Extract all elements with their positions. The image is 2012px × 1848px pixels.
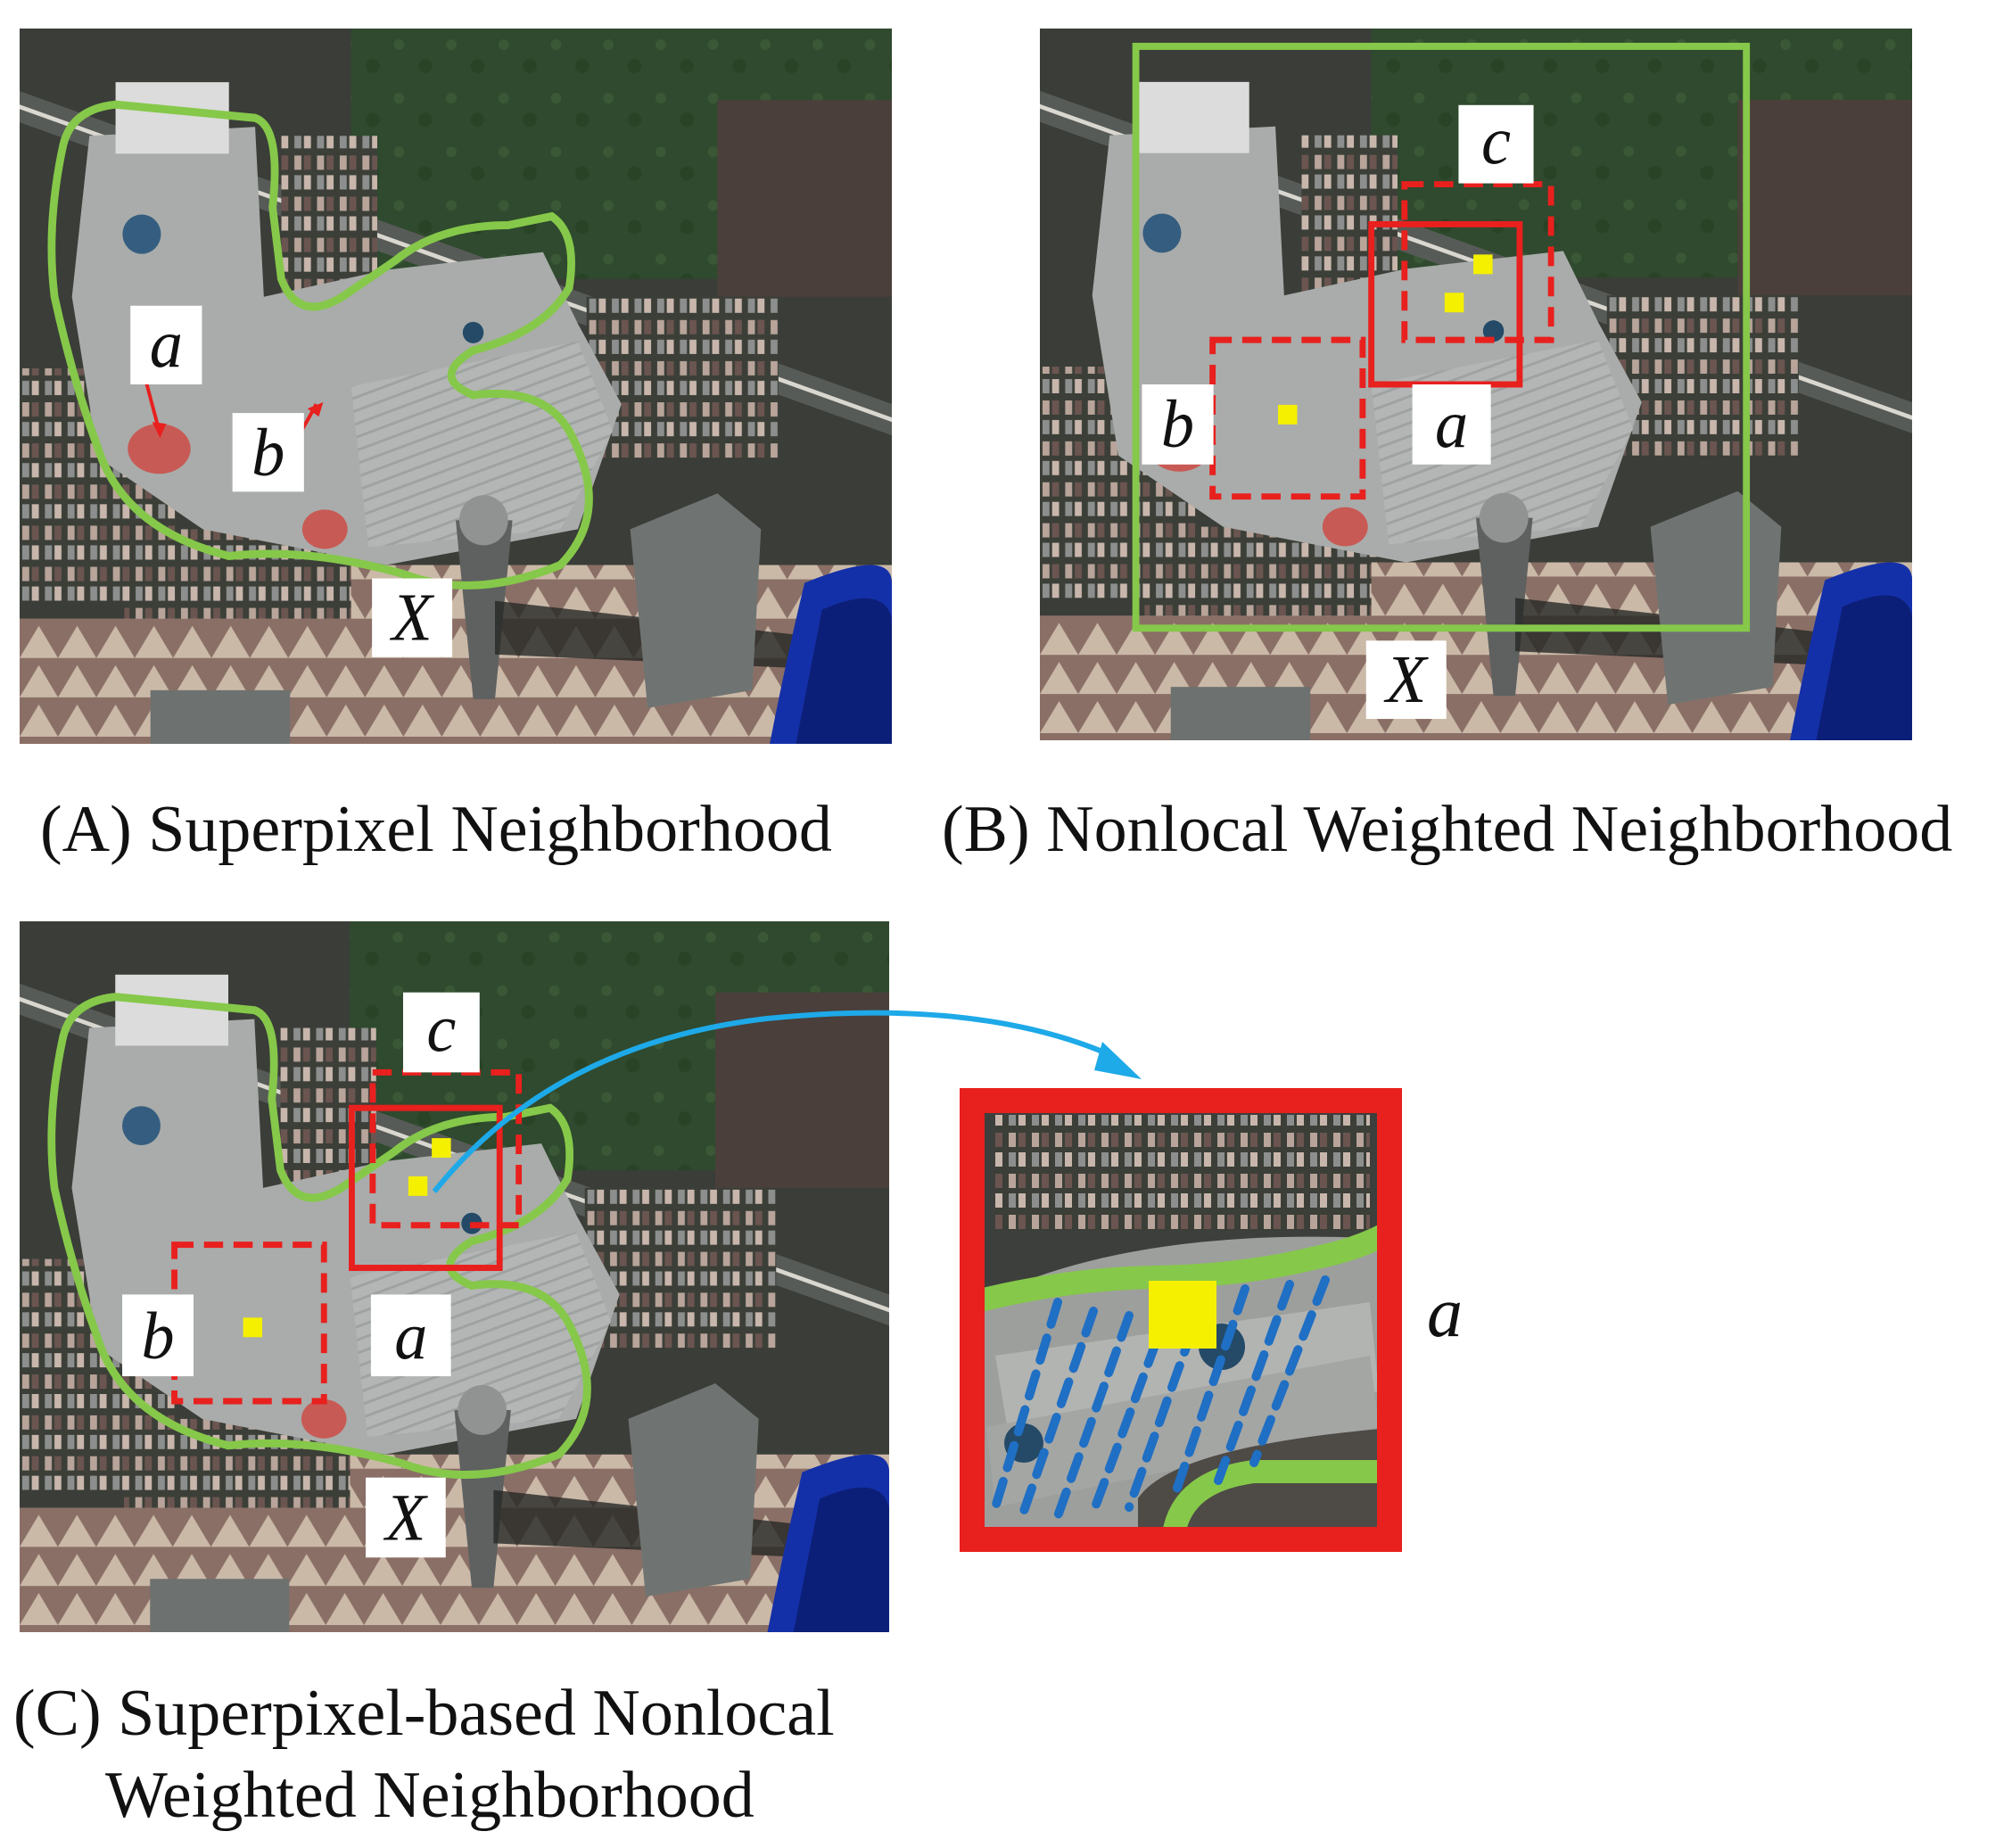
nonlocal-search-window	[1132, 42, 1751, 632]
panel-a-label-a: a	[150, 307, 183, 382]
pixel-marker-b	[243, 1317, 263, 1338]
panel-c-label-b: b	[142, 1299, 175, 1374]
panel-c-label-x: X	[383, 1481, 428, 1555]
panel-c-caption-line1: (C) Superpixel-based Nonlocal	[13, 1677, 835, 1750]
pixel-marker-c	[432, 1138, 451, 1159]
panel-c-caption-line2: Weighted Neighborhood	[105, 1759, 754, 1832]
pixel-marker-a	[408, 1176, 428, 1196]
panel-b-label-x: X	[1383, 642, 1429, 717]
panel-b-label-b: b	[1161, 387, 1194, 462]
panel-a-label-b: b	[252, 416, 284, 491]
patch-b-box	[1209, 336, 1366, 500]
panel-b-label-c: c	[1481, 104, 1511, 179]
panel-c-label-c: c	[426, 992, 456, 1067]
zoom-label-a: a	[1427, 1274, 1463, 1352]
panel-b-image: c b a X	[1040, 29, 1912, 740]
patch-a-frame	[960, 1088, 1402, 1552]
superpixel-boundary	[960, 1212, 1402, 1317]
superpixel-boundary	[47, 993, 591, 1480]
panel-a-caption: (A) Superpixel Neighborhood	[40, 793, 832, 866]
zoom-inset	[960, 1088, 1402, 1552]
panel-a-label-x: X	[389, 581, 434, 656]
superpixel-boundary	[47, 100, 593, 590]
pixel-marker-a	[1149, 1281, 1216, 1349]
pixel-marker-a	[1444, 293, 1464, 313]
pixel-marker-b	[1277, 404, 1298, 425]
patch-c-box	[1401, 181, 1554, 343]
panel-c-label-a: a	[394, 1299, 427, 1374]
panel-b-caption: (B) Nonlocal Weighted Neighborhood	[942, 793, 1953, 866]
pixel-marker-c	[1473, 254, 1493, 275]
panel-a-image: a b X	[20, 29, 892, 744]
panel-c-image: c b a X	[20, 921, 889, 1632]
panel-b-label-a: a	[1435, 387, 1468, 462]
